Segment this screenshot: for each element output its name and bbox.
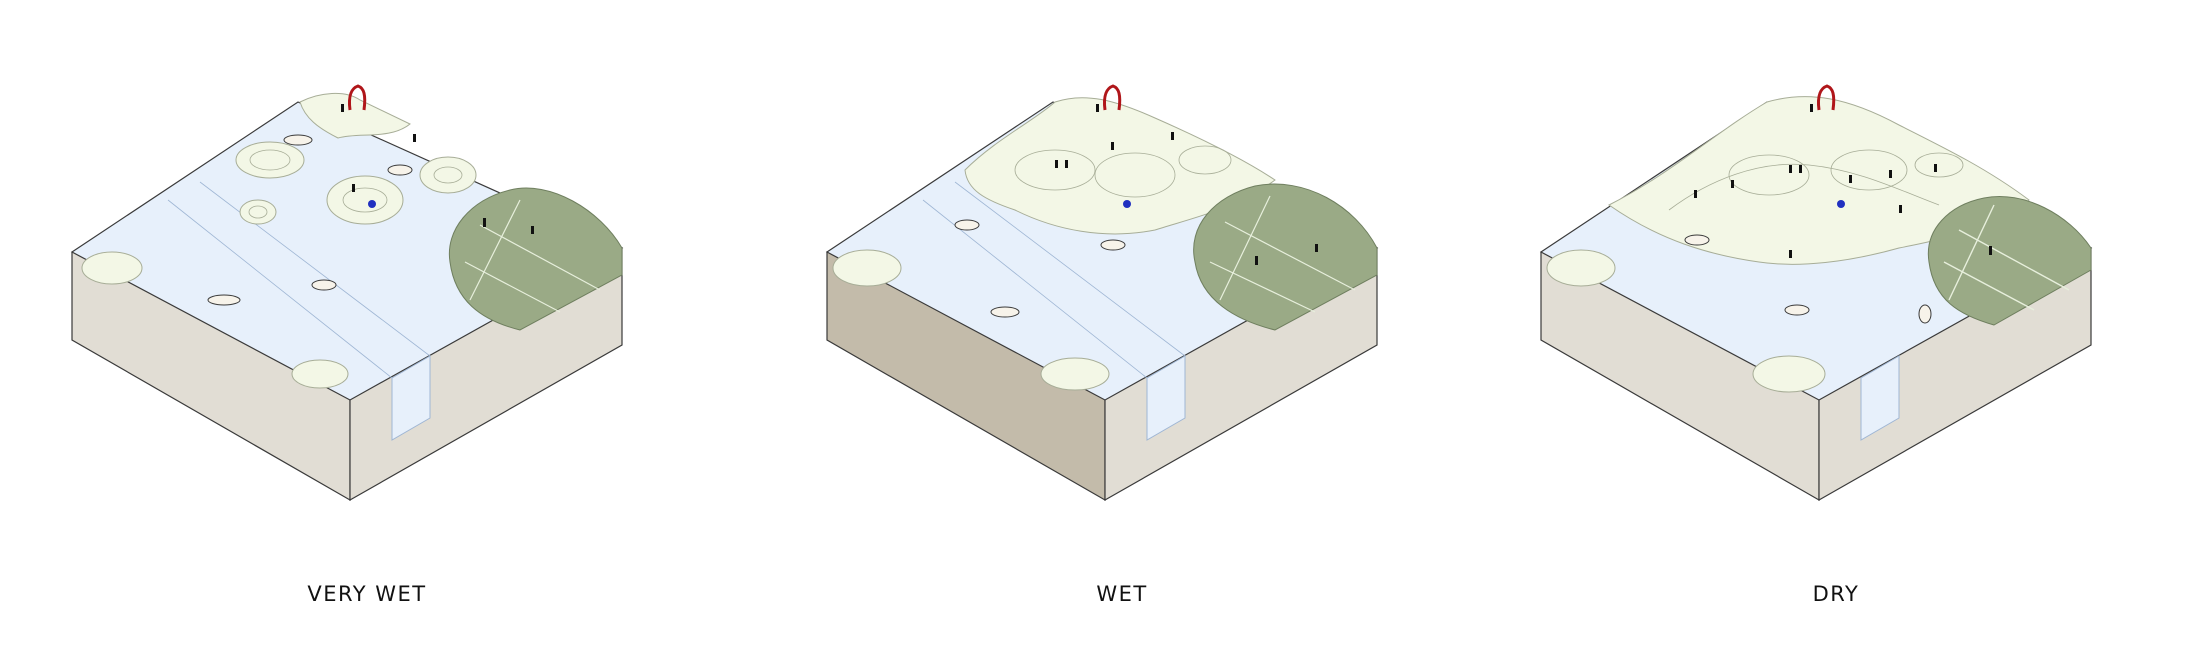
terrain-block-illustration: [70, 84, 624, 502]
terrain-block-illustration: [1539, 84, 2093, 502]
panel-wet: WET: [755, 0, 1489, 671]
panel-dry: DRY: [1469, 0, 2203, 671]
panel-label: VERY WET: [307, 582, 427, 606]
panel-label: WET: [1096, 582, 1148, 606]
terrain-block-illustration: [825, 84, 1379, 502]
panel-label: DRY: [1812, 582, 1860, 606]
panel-very-wet: VERY WET: [0, 0, 734, 671]
